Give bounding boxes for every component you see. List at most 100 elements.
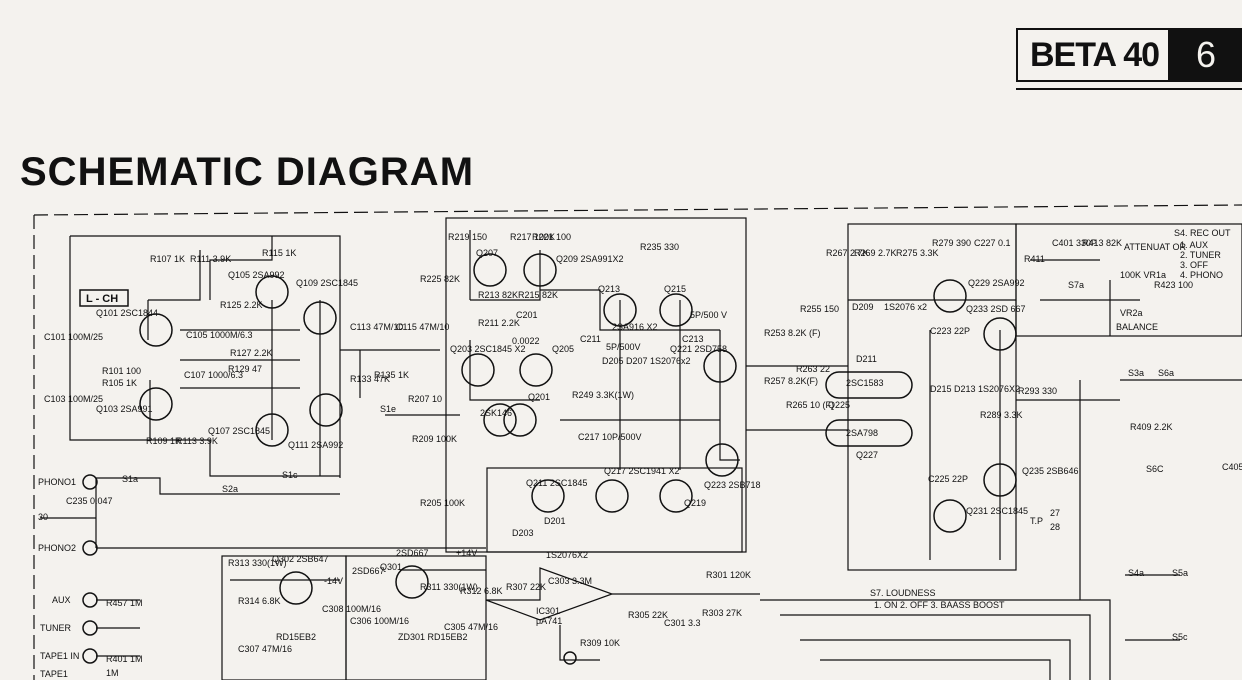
d209-label: D209 xyxy=(852,302,874,312)
r314-label: R314 6.8K xyxy=(238,596,281,606)
r413-label: R413 82K xyxy=(1082,238,1122,248)
r255-label: R255 150 xyxy=(800,304,839,314)
c201-value: 0.0022 xyxy=(512,336,540,346)
r213-label: R213 82K xyxy=(478,290,518,300)
r111-label: R111 3.9K xyxy=(190,254,231,264)
r279-label: R279 390 xyxy=(932,238,971,248)
bus-2 xyxy=(780,614,1091,680)
q302-symbol xyxy=(279,571,313,605)
q225-part: 2SC1583 xyxy=(846,378,884,388)
minus14-label: -14V xyxy=(324,576,343,586)
r135-label: R135 1K xyxy=(374,370,409,380)
q231-symbol xyxy=(933,499,967,533)
q-2sd667-label: 2SD667 xyxy=(396,548,429,558)
q201-label: Q201 xyxy=(528,392,550,402)
r211-label: R211 2.2K xyxy=(478,318,520,328)
r127-label: R127 2.2K xyxy=(230,348,273,358)
c201-label: C201 xyxy=(516,310,538,320)
q217-label: Q217 2SC1941 X2 xyxy=(604,466,680,476)
r133-label: R133 47K xyxy=(350,374,390,384)
r305-label: R305 22K xyxy=(628,610,668,620)
q235-symbol xyxy=(983,463,1017,497)
psu-right-block xyxy=(345,555,487,680)
r249-label: R249 3.3K(1W) xyxy=(572,390,634,400)
q235-label: Q235 2SB646 xyxy=(1022,466,1079,476)
q225-symbol xyxy=(825,371,913,399)
channel-label: L - CH xyxy=(86,293,118,305)
q201a-symbol xyxy=(483,403,517,437)
q217-symbol xyxy=(595,479,629,513)
c308-label: C308 100M/16 xyxy=(322,604,381,614)
q221-symbol xyxy=(703,349,737,383)
q105-symbol xyxy=(255,275,289,309)
q215-symbol xyxy=(659,293,693,327)
q211-symbol xyxy=(531,479,565,513)
q209-symbol xyxy=(523,253,557,287)
q221-label: Q221 2SD758 xyxy=(670,344,727,354)
r313-label: R313 330(1W) xyxy=(228,558,287,568)
c107-label: C107 1000/6.3 xyxy=(184,370,243,380)
q101-symbol xyxy=(139,313,173,347)
c307-label: C307 47M/16 xyxy=(238,644,292,654)
q205-symbol xyxy=(519,353,553,387)
r205-label: R205 100K xyxy=(420,498,465,508)
r219-label: R219 150 xyxy=(448,232,487,242)
r423-label: R423 100 xyxy=(1154,280,1193,290)
model-name: BETA 40 xyxy=(1030,36,1160,74)
c227-label: C227 0.1 xyxy=(974,238,1011,248)
plus14-label: +14V xyxy=(456,548,477,558)
q219-symbol xyxy=(659,479,693,513)
output-block xyxy=(847,223,1017,571)
q223-label: Q223 2SB718 xyxy=(704,480,761,490)
q301-label: Q301 xyxy=(380,562,402,572)
r301-label: R301 120K xyxy=(706,570,751,580)
q103-label: Q103 2SA991 xyxy=(96,404,153,414)
q105-label: Q105 2SA992 xyxy=(228,270,285,280)
c211-label: C211 xyxy=(580,334,601,344)
q107-symbol xyxy=(255,413,289,447)
s4-opt4: 4. PHONO xyxy=(1180,270,1223,280)
r269-label: R269 2.7K xyxy=(854,248,897,258)
r409-label: R409 2.2K xyxy=(1130,422,1173,432)
wire-feedback xyxy=(180,329,300,389)
q229-symbol xyxy=(933,279,967,313)
wire-c211 xyxy=(540,289,720,331)
c217-label: C217 10P/500V xyxy=(578,432,642,442)
s1c-label: S1c xyxy=(282,470,298,480)
q215-label: Q215 xyxy=(664,284,686,294)
wire-c113 xyxy=(340,349,440,398)
volume-block xyxy=(1015,223,1242,337)
q201-part: 2SK146 xyxy=(480,408,512,418)
s7-label: S7. LOUDNESS xyxy=(870,588,936,598)
frame-top xyxy=(33,204,1242,216)
s2a-label: S2a xyxy=(222,484,238,494)
s4-opt1: 1. AUX xyxy=(1180,240,1208,250)
wire-q101 xyxy=(147,250,201,340)
wire-q105 xyxy=(209,236,273,300)
c305-label: C305 47M/16 xyxy=(444,622,498,632)
wire-q207 xyxy=(469,230,541,301)
r235-label: R235 330 xyxy=(640,242,679,252)
wire-phono-top xyxy=(70,235,341,478)
c301-label: C301 3.3 xyxy=(664,618,701,628)
tuner-label: TUNER xyxy=(40,623,71,633)
r411-label: R411 xyxy=(1024,254,1045,264)
d-1s2076-label: 1S2076 x2 xyxy=(884,302,927,312)
q-2sd667b-label: 2SD667 xyxy=(352,566,385,576)
r309-label: R309 10K xyxy=(580,638,620,648)
c306-label: C306 100M/16 xyxy=(350,616,409,626)
r309-trimmer xyxy=(563,651,577,665)
c213-value: 5P/500 V xyxy=(690,310,727,320)
q111-symbol xyxy=(309,393,343,427)
r253-label: R253 8.2K (F) xyxy=(764,328,821,338)
tape1-in-jack xyxy=(82,648,98,664)
wire-phono-left xyxy=(69,236,150,441)
r457-label: R457 1M xyxy=(106,598,143,608)
tp27-label: 27 xyxy=(1050,508,1060,518)
q302-label: Q302 2SB647 xyxy=(272,554,329,564)
d203-label: D203 xyxy=(512,528,534,538)
schematic-labels: L - CH PHONO1 PHONO2 AUX TUNER TAPE1 IN … xyxy=(38,228,1242,679)
c303-label: C303 3.3M xyxy=(548,576,592,586)
q209-label: Q209 2SA991X2 xyxy=(556,254,624,264)
r113-label: R113 3.9K xyxy=(176,436,218,446)
